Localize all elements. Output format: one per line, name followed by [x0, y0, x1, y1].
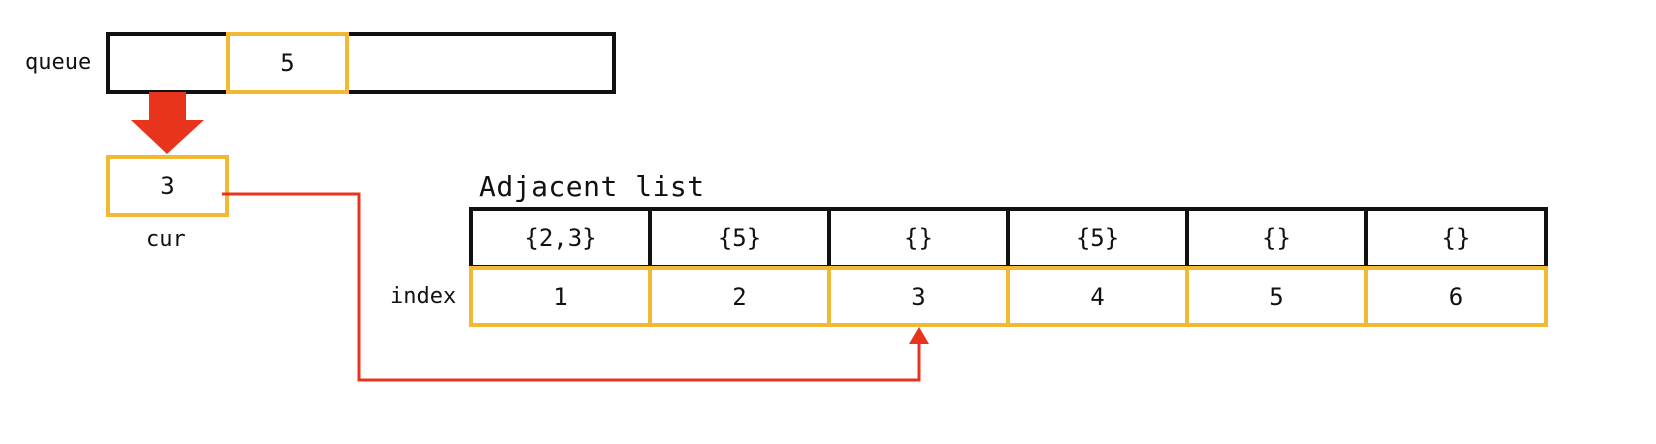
index-cell-6: 6: [1364, 266, 1548, 327]
dequeue-arrow-icon: [131, 92, 204, 154]
index-label: index: [390, 284, 457, 309]
lookup-arrowhead-icon: [909, 327, 929, 344]
queue-label: queue: [25, 50, 92, 75]
lookup-connector: [222, 192, 921, 382]
cur-box: 3: [106, 155, 229, 217]
queue-container: [106, 32, 616, 94]
queue-cell: 5: [226, 32, 349, 94]
adjacent-list-title: Adjacent list: [479, 170, 705, 203]
cur-label: cur: [146, 227, 186, 252]
